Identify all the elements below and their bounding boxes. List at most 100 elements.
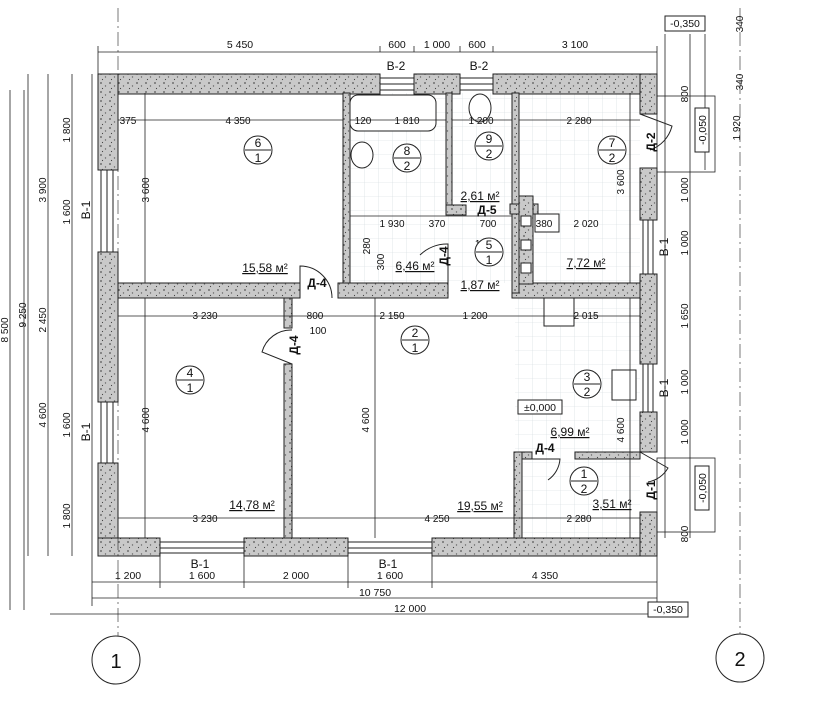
svg-text:4 350: 4 350 — [225, 116, 250, 127]
dim-left-3: 1 600 — [62, 412, 73, 437]
svg-text:2 280: 2 280 — [566, 514, 591, 525]
doors — [261, 113, 673, 483]
room-area: 19,55 м² — [457, 499, 503, 513]
room-area: 14,78 м² — [229, 498, 275, 512]
room-number: 5 — [486, 238, 493, 252]
door-label-d4-b: Д-4 — [287, 335, 301, 355]
window-label-b1-left-bottom: В-1 — [79, 422, 93, 441]
room-marker: 72 7,72 м² — [567, 135, 627, 270]
room-area: 6,99 м² — [551, 425, 590, 439]
dim-right-5: 1 000 — [680, 230, 691, 255]
room-number: 3 — [584, 370, 591, 384]
element-labels: В-2 В-2 В-1 В-1 В-1 В-1 В-1 В-1 Д-4 Д-4 … — [79, 59, 671, 571]
level-zero: ±0,000 — [524, 402, 556, 414]
door-label-d1: Д-1 — [644, 480, 658, 500]
dim-left-mid-1: 2 450 — [38, 307, 49, 332]
dim-bottom-outer: 12 000 — [394, 603, 426, 615]
room-number: 6 — [255, 136, 262, 150]
door-label-d4-d: Д-4 — [535, 441, 555, 455]
svg-text:3 600: 3 600 — [141, 177, 152, 202]
room-area: 15,58 м² — [242, 261, 288, 275]
svg-text:2 280: 2 280 — [566, 116, 591, 127]
svg-text:120: 120 — [355, 116, 372, 127]
dim-bottom-1: 1 600 — [189, 570, 215, 582]
dim-right-0: 340 — [735, 15, 746, 32]
room-category: 1 — [187, 381, 194, 395]
dim-top-1: 600 — [388, 39, 406, 51]
room-number: 9 — [486, 132, 493, 146]
door-label-d5: Д-5 — [477, 203, 497, 217]
dim-right-9: 800 — [680, 525, 691, 542]
room-number: 7 — [609, 136, 616, 150]
room-number: 1 — [581, 467, 588, 481]
room-area: 6,46 м² — [396, 259, 435, 273]
svg-text:4 600: 4 600 — [616, 417, 627, 442]
room-marker: 51 1,87 м² — [461, 237, 504, 292]
bathtub — [349, 94, 437, 132]
svg-text:4 250: 4 250 — [424, 514, 449, 525]
dim-left-mid-2: 4 600 — [38, 402, 49, 427]
wash-basin — [350, 141, 374, 169]
room-area: 1,87 м² — [461, 278, 500, 292]
svg-text:4 600: 4 600 — [141, 407, 152, 432]
room-category: 2 — [584, 385, 591, 399]
room-area: 7,72 м² — [567, 256, 606, 270]
door-label-d4-c: Д-4 — [437, 246, 451, 266]
dim-bottom-4: 4 350 — [532, 570, 558, 582]
room-marker: 123,51 м² — [569, 466, 631, 511]
svg-text:1 200: 1 200 — [468, 116, 493, 127]
svg-text:800: 800 — [307, 311, 324, 322]
toilet — [468, 93, 492, 123]
svg-text:1 930: 1 930 — [379, 219, 404, 230]
dim-bottom-2: 2 000 — [283, 570, 309, 582]
room-category: 2 — [404, 159, 411, 173]
room-marker: 92 2,61 м² — [461, 131, 504, 203]
room-category: 1 — [486, 253, 493, 267]
dim-top-3: 600 — [468, 39, 486, 51]
dim-top-4: 3 100 — [562, 39, 588, 51]
dim-left-mid-0: 3 900 — [38, 177, 49, 202]
dim-right-3: 1 920 — [732, 115, 743, 140]
axis-markers: 1 2 — [91, 8, 765, 685]
room-category: 2 — [609, 151, 616, 165]
svg-text:380: 380 — [536, 219, 553, 230]
svg-text:3 230: 3 230 — [192, 514, 217, 525]
dim-left-outer-0: 9 250 — [18, 302, 29, 327]
door-label-d4-a: Д-4 — [307, 276, 327, 290]
dimension-texts: 5 450 600 1 000 600 3 100 1 200 1 600 2 … — [0, 15, 746, 615]
window-label-b1-right-bottom: В-1 — [657, 378, 671, 397]
door-label-d2: Д-2 — [644, 132, 658, 152]
level-porch-top: -0,050 — [697, 115, 709, 145]
svg-text:2 020: 2 020 — [573, 219, 598, 230]
room-category: 1 — [412, 341, 419, 355]
dim-left-2: 1 800 — [62, 503, 73, 528]
window-label-b1-bottom-right: В-1 — [379, 557, 398, 571]
level-top: -0,350 — [670, 18, 700, 30]
svg-text:1 810: 1 810 — [394, 116, 419, 127]
room-marker: 32 6,99 м² — [551, 369, 602, 439]
dim-top-2: 1 000 — [424, 39, 450, 51]
room-category: 2 — [581, 482, 588, 496]
dim-left-0: 1 800 — [62, 117, 73, 142]
room-marker: 826,46 м² — [392, 143, 435, 273]
level-bottom: -0,350 — [653, 604, 683, 616]
svg-text:2 150: 2 150 — [379, 311, 404, 322]
level-marks: -0,350 -0,350 -0,050 -0,050 ±0,000 — [517, 15, 710, 618]
room-area: 2,61 м² — [461, 189, 500, 203]
window-label-b1-bottom-left: В-1 — [191, 557, 210, 571]
dimension-lines — [9, 34, 706, 615]
inner-walls — [117, 92, 641, 539]
svg-text:3 600: 3 600 — [616, 169, 627, 194]
dim-right-6: 1 650 — [680, 303, 691, 328]
room-category: 2 — [486, 147, 493, 161]
dim-right-2: 340 — [735, 73, 746, 90]
level-porch-bottom: -0,050 — [697, 473, 709, 503]
dim-right-8: 1 000 — [680, 419, 691, 444]
dim-left-outer-1: 8 500 — [0, 317, 11, 342]
svg-text:1 200: 1 200 — [462, 311, 487, 322]
dim-bottom-0: 1 200 — [115, 570, 141, 582]
